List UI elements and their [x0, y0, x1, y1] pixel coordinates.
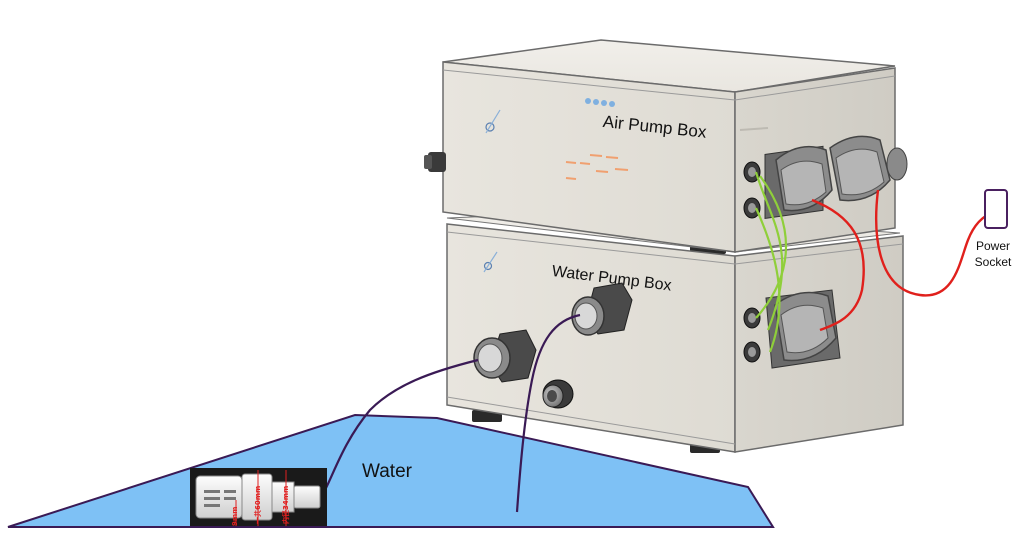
- filter-length-label: 一共60mm: [254, 485, 262, 524]
- power-socket-label: Power Socket: [965, 238, 1021, 270]
- outlet-tube: [515, 313, 581, 513]
- air-pump-plug-2: [829, 135, 908, 202]
- power-socket: [984, 189, 1008, 229]
- water-box-marks: [483, 251, 498, 273]
- air-box-front: [442, 61, 736, 253]
- inlet-tube: [325, 358, 479, 489]
- power-cables: [811, 189, 995, 332]
- filter-small-label: 9mm: [231, 506, 239, 526]
- water-label: Water: [362, 461, 412, 482]
- ground-wires: [754, 171, 788, 353]
- cable-gland: [542, 379, 574, 409]
- power-socket-label-line1: Power: [975, 239, 1010, 253]
- water-outlet-fitting: [571, 282, 633, 336]
- air-box-marks: [485, 98, 769, 180]
- air-pump-plug-1: [775, 145, 833, 212]
- inlet-filter-photo: [190, 468, 327, 526]
- water-pump-plug: [774, 291, 837, 362]
- air-pump-box: [442, 39, 896, 253]
- power-socket-label-line2: Socket: [974, 255, 1012, 269]
- water-inlet-fitting: [473, 329, 537, 383]
- filter-bore-label: 内径34mm: [282, 485, 290, 524]
- air-inlet-fitting: [424, 152, 446, 172]
- tubes: [325, 313, 581, 513]
